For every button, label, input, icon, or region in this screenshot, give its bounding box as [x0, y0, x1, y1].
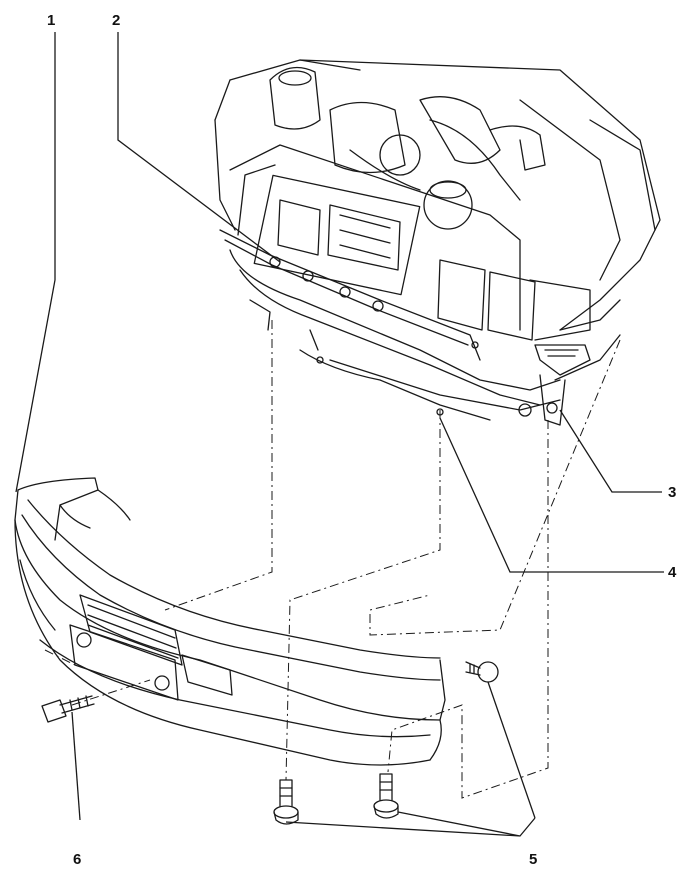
callout-3: 3 [668, 484, 677, 501]
callout-6: 6 [73, 851, 82, 868]
screw-part-5-middle [373, 773, 399, 819]
callout-2: 2 [112, 12, 121, 29]
leader-lines [15, 32, 664, 837]
bumper-cover [14, 477, 446, 766]
vehicle-front-end [214, 59, 661, 426]
callout-5: 5 [529, 851, 538, 868]
callout-4: 4 [668, 564, 677, 581]
screw-part-6 [41, 695, 95, 723]
screw-part-5-right [465, 661, 499, 683]
assembly-guide-lines [44, 320, 621, 799]
screw-part-5-left [273, 779, 299, 825]
callout-1: 1 [47, 12, 56, 29]
